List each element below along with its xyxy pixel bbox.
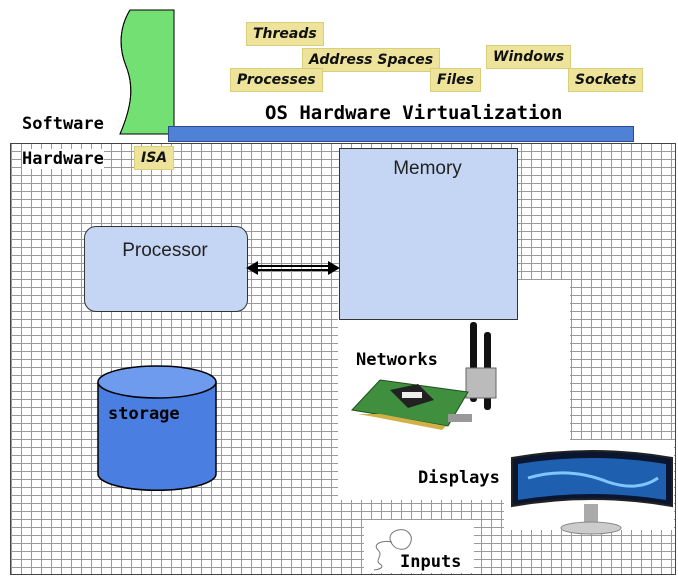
tag-sockets: Sockets <box>568 68 644 92</box>
tag-isa: ISA <box>134 146 175 170</box>
mouse-icon <box>373 529 412 571</box>
inputs-label: Inputs <box>400 552 462 572</box>
memory-label: Memory <box>393 158 462 179</box>
hardware-label: Hardware <box>22 149 104 169</box>
inputs-area <box>364 520 474 573</box>
os-virtualization-label: OS Hardware Virtualization <box>265 102 563 124</box>
displays-label: Displays <box>418 468 500 488</box>
storage-cylinder <box>97 365 217 492</box>
os-virtualization-bar <box>168 126 634 142</box>
tag-files: Files <box>430 68 481 92</box>
networks-label: Networks <box>356 350 438 370</box>
tag-windows: Windows <box>486 45 572 69</box>
bus-arrow <box>246 261 340 275</box>
monitor-icon <box>511 450 673 535</box>
memory-box <box>339 148 518 320</box>
storage-label: storage <box>108 404 180 424</box>
software-shape <box>119 9 175 135</box>
processor-box <box>84 226 248 312</box>
processor-label: Processor <box>122 240 208 261</box>
tag-processes: Processes <box>230 68 323 92</box>
network-card-icon <box>350 322 497 430</box>
tag-threads: Threads <box>246 22 324 46</box>
tag-address-spaces: Address Spaces <box>302 48 441 72</box>
software-label: Software <box>22 114 104 134</box>
